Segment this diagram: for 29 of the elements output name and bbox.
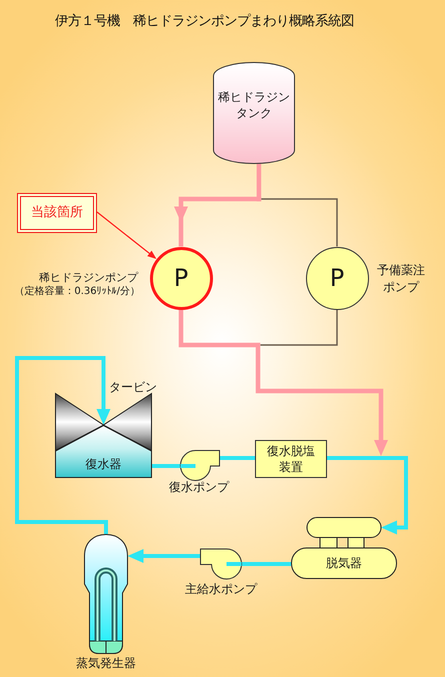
capacity-note: （定格容量：0.36ﾘｯﾄﾙ/分）: [14, 284, 140, 299]
pipe-line: [152, 464, 180, 468]
pipe-arrow: [327, 456, 408, 534]
pump-symbol: [200, 548, 242, 580]
condenser: 復水器: [55, 425, 152, 478]
pipe-arrow: [128, 548, 200, 563]
turbine-symbol: [55, 393, 152, 451]
pipe-line: [242, 562, 291, 566]
pipe-line: [220, 456, 255, 460]
pump-symbol: [180, 450, 220, 481]
steam-generator: [84, 534, 128, 654]
pipe-line: [260, 310, 338, 346]
pump-label: 稀ヒドラジンポンプ: [39, 270, 138, 285]
pump-label: 予備薬注ポンプ: [376, 262, 426, 296]
pump-label: 主給水ポンプ: [185, 582, 257, 597]
callout-box: 当該箇所: [17, 193, 97, 233]
pump-circle: P: [306, 246, 368, 310]
pipe-arrow: [178, 310, 388, 456]
tank: 稀ヒドラジンタンク: [213, 62, 295, 164]
process-box: 復水脱塩装置: [255, 440, 327, 478]
steam-generator-label: 蒸気発生器: [76, 656, 136, 671]
pump-label: 復水ポンプ: [169, 480, 229, 495]
turbine-label: タービン: [109, 380, 157, 395]
pump-circle: P: [150, 246, 212, 310]
pipe-arrow: [174, 196, 262, 246]
pipe-arrow: [15, 356, 110, 534]
pipe-line: [261, 198, 338, 246]
leader-line: [96, 212, 156, 259]
title: 伊方１号機 稀ヒドラジンポンプまわり概略系統図: [55, 14, 354, 30]
